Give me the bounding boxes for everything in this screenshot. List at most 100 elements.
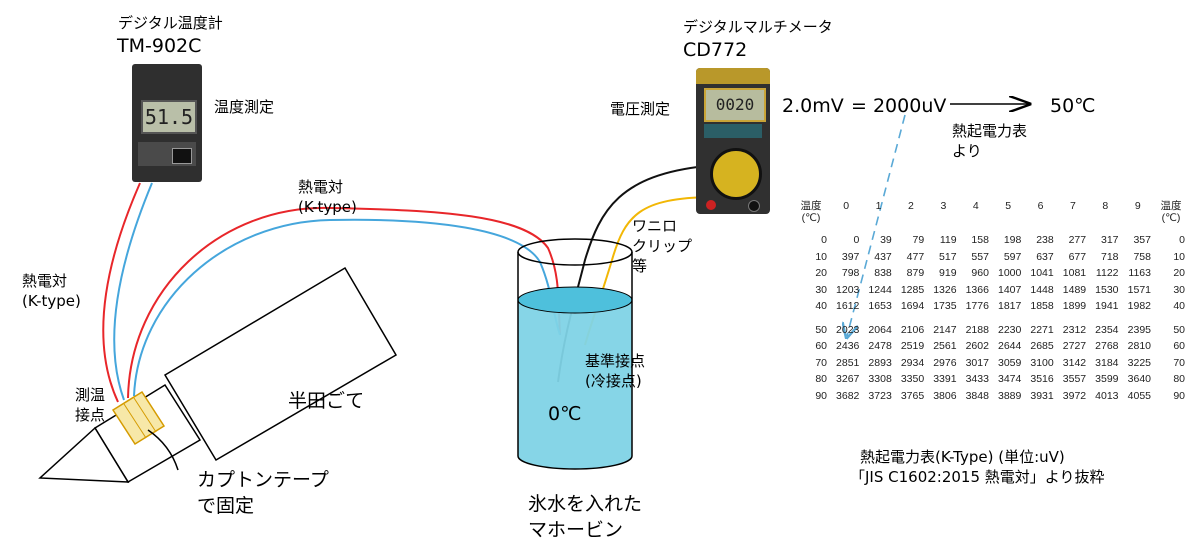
clip-label-line3: 等 bbox=[632, 257, 648, 275]
emf-cell: 1122 bbox=[1095, 267, 1119, 279]
emf-cell: 3308 bbox=[868, 373, 892, 385]
header-right-line2: (℃) bbox=[1161, 212, 1181, 224]
emf-cell: 1326 bbox=[933, 283, 957, 296]
kapton-tape-label-line2: で固定 bbox=[197, 495, 255, 517]
emf-cell: 3184 bbox=[1095, 356, 1119, 369]
row-temperature-left: 50 bbox=[815, 323, 827, 336]
column-header: 0 bbox=[843, 200, 850, 212]
emf-cell: 3765 bbox=[900, 389, 925, 402]
emf-cell: 2395 bbox=[1127, 323, 1151, 336]
emf-cell: 1448 bbox=[1030, 283, 1054, 296]
row-temperature-right: 0 bbox=[1179, 234, 1185, 246]
emf-cell: 3640 bbox=[1127, 373, 1151, 385]
measuring-junction-label-line2: 接点 bbox=[75, 406, 106, 424]
multimeter-buttons bbox=[704, 124, 762, 138]
emf-cell: 1366 bbox=[965, 283, 989, 296]
temperature-result: 50℃ bbox=[1050, 95, 1096, 117]
thermometer-display: 51.5 bbox=[141, 100, 197, 134]
thermos-label-line1: 氷水を入れた bbox=[528, 493, 643, 515]
reference-junction-label-line1: 基準接点 bbox=[585, 352, 646, 370]
emf-cell: 357 bbox=[1133, 234, 1151, 246]
emf-cell: 838 bbox=[874, 267, 892, 279]
multimeter-dial bbox=[710, 148, 762, 200]
multimeter-red-jack bbox=[706, 200, 716, 210]
row-temperature-left: 70 bbox=[815, 356, 827, 369]
emf-cell: 1041 bbox=[1030, 267, 1054, 279]
emf-cell: 79 bbox=[912, 234, 925, 246]
header-left-line2: (℃) bbox=[801, 212, 821, 224]
header-temperature-right: 温度(℃) bbox=[1154, 200, 1188, 232]
header-temperature-left: 温度(℃) bbox=[792, 200, 830, 232]
emf-cell: 3350 bbox=[900, 373, 925, 385]
emf-cell: 3557 bbox=[1062, 373, 1087, 385]
thermocouple-top-label-line2: (K-type) bbox=[298, 198, 357, 216]
thermocouple-top-label-line1: 熱電対 bbox=[298, 178, 344, 196]
column-header: 8 bbox=[1102, 200, 1109, 212]
emf-cell: 758 bbox=[1133, 250, 1151, 263]
emf-cell: 1163 bbox=[1128, 267, 1151, 279]
row-temperature-left: 20 bbox=[815, 267, 827, 279]
emf-cell: 3433 bbox=[965, 373, 989, 385]
emf-cell: 2230 bbox=[997, 323, 1022, 336]
header-left-line1: 温度 bbox=[800, 200, 822, 212]
clip-label-line1: ワニロ bbox=[632, 217, 678, 235]
emf-cell: 960 bbox=[971, 267, 989, 279]
row-temperature-right: 60 bbox=[1173, 340, 1185, 352]
emf-cell: 277 bbox=[1068, 234, 1087, 246]
thermocouple-left-label-line2: (K-type) bbox=[22, 292, 81, 310]
row-temperature-right: 40 bbox=[1173, 300, 1185, 312]
lookup-dashed-arrow bbox=[847, 114, 906, 336]
emf-cell: 637 bbox=[1036, 250, 1054, 263]
emf-cell: 1735 bbox=[933, 300, 957, 312]
emf-cell: 2644 bbox=[997, 340, 1022, 352]
emf-cell: 677 bbox=[1068, 250, 1087, 263]
row-temperature-left: 10 bbox=[815, 250, 827, 263]
emf-cell: 3059 bbox=[997, 356, 1022, 369]
wire-blue-thermocouple bbox=[133, 218, 561, 397]
row-temperature-left: 60 bbox=[815, 340, 827, 352]
emf-cell: 2934 bbox=[900, 356, 925, 369]
emf-cell: 2478 bbox=[868, 340, 892, 352]
emf-cell: 477 bbox=[906, 250, 925, 263]
row-temperature-right: 30 bbox=[1173, 283, 1185, 296]
digital-multimeter: 0020 bbox=[696, 68, 770, 214]
row-temperature-right: 20 bbox=[1173, 267, 1185, 279]
emf-cell: 1000 bbox=[997, 267, 1022, 279]
emf-cell: 437 bbox=[874, 250, 892, 263]
iron-handle bbox=[163, 266, 398, 462]
thermos-label-line2: マホービン bbox=[528, 519, 624, 541]
column-header: 4 bbox=[972, 200, 979, 212]
emf-cell: 1489 bbox=[1062, 283, 1087, 296]
emf-cell: 2106 bbox=[900, 323, 925, 336]
multimeter-top-band bbox=[696, 68, 770, 84]
emf-cell: 2685 bbox=[1030, 340, 1054, 352]
digital-thermometer: 51.5 bbox=[132, 64, 202, 182]
emf-cell: 1203 bbox=[836, 283, 860, 296]
column-header: 5 bbox=[1005, 200, 1012, 212]
emf-cell: 1899 bbox=[1062, 300, 1087, 312]
emf-cell: 2768 bbox=[1095, 340, 1119, 352]
emf-cell: 2271 bbox=[1030, 323, 1054, 336]
emf-cell: 2727 bbox=[1062, 340, 1087, 352]
emf-cell: 3931 bbox=[1030, 389, 1054, 402]
tape-pointer bbox=[147, 429, 179, 471]
reference-junction-label-line2: (冷接点) bbox=[585, 372, 642, 390]
emf-cell: 2354 bbox=[1095, 323, 1119, 336]
emf-cell: 0 bbox=[853, 234, 860, 246]
row-temperature-left: 40 bbox=[815, 300, 827, 312]
table-caption-line2: 「JIS C1602:2015 熱電対」より抜粋 bbox=[850, 468, 1105, 486]
emf-cell: 1612 bbox=[836, 300, 860, 312]
row-temperature-left: 90 bbox=[815, 389, 827, 402]
emf-cell: 317 bbox=[1100, 234, 1119, 246]
emf-cell: 2023 bbox=[836, 323, 860, 336]
emf-cell: 1244 bbox=[868, 283, 892, 296]
emf-cell: 1941 bbox=[1095, 300, 1119, 312]
row-temperature-right: 50 bbox=[1173, 323, 1185, 336]
row-temperature-right: 90 bbox=[1173, 389, 1185, 402]
emf-cell: 3267 bbox=[836, 373, 860, 385]
